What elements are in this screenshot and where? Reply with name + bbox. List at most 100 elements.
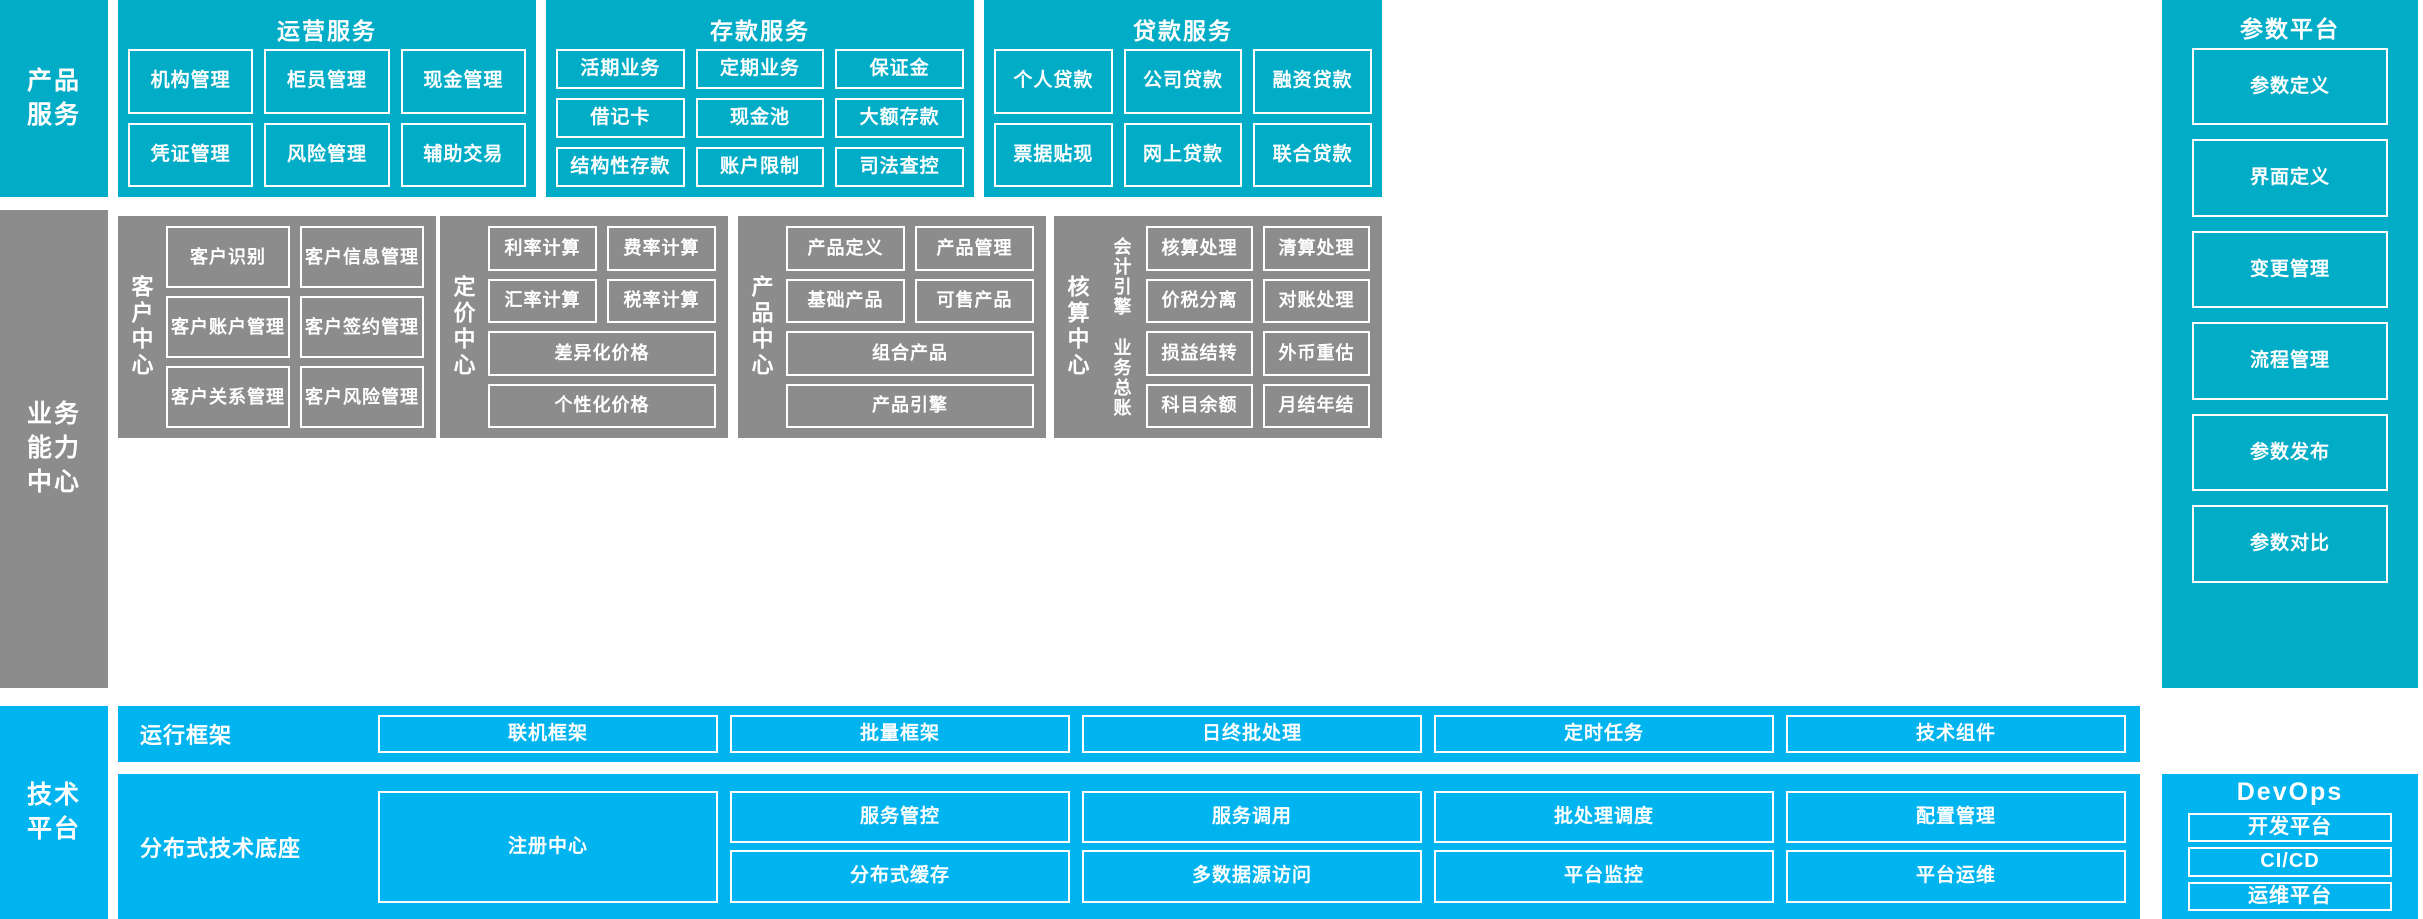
chip-list-parameter-platform: 参数定义 界面定义 变更管理 流程管理 参数发布 参数对比	[2192, 48, 2388, 674]
chip-parameter-release[interactable]: 参数发布	[2192, 413, 2388, 492]
chip-personal-loan[interactable]: 个人贷款	[994, 49, 1113, 114]
chip-cash-management[interactable]: 现金管理	[400, 49, 526, 114]
chip-end-of-day-batch[interactable]: 日终批处理	[1082, 715, 1422, 753]
center-pricing: 定价中心 利率计算 费率计算 汇率计算 税率计算 差异化价格 个性化价格	[440, 216, 728, 438]
chip-judicial-inquiry[interactable]: 司法查控	[835, 147, 964, 187]
chip-sellable-product[interactable]: 可售产品	[915, 278, 1034, 323]
chip-settlement-processing[interactable]: 清算处理	[1263, 226, 1370, 271]
chip-parameter-compare[interactable]: 参数对比	[2192, 505, 2388, 583]
chip-customer-risk-management[interactable]: 客户风险管理	[300, 366, 424, 428]
chip-org-management[interactable]: 机构管理	[128, 49, 254, 114]
chip-structured-deposit[interactable]: 结构性存款	[556, 147, 685, 187]
chip-dev-platform[interactable]: 开发平台	[2188, 813, 2392, 843]
chip-corporate-loan[interactable]: 公司贷款	[1123, 49, 1243, 114]
chip-tax-rate-calc[interactable]: 税率计算	[607, 278, 716, 323]
chip-fee-rate-calc[interactable]: 费率计算	[607, 226, 716, 271]
chip-product-engine[interactable]: 产品引擎	[786, 383, 1034, 428]
chip-batch-scheduling[interactable]: 批处理调度	[1434, 790, 1774, 843]
chip-grid-distributed-base: 注册中心 服务管控 服务调用 批处理调度 配置管理 分布式缓存 多数据源访问 平…	[378, 790, 2140, 903]
center-label-accounting: 核算中心	[1064, 275, 1090, 379]
chip-scheduled-task[interactable]: 定时任务	[1434, 715, 1774, 753]
chip-interface-definition[interactable]: 界面定义	[2192, 139, 2388, 217]
chip-grid-operation-services: 机构管理 柜员管理 现金管理 凭证管理 风险管理 辅助交易	[128, 49, 526, 187]
chip-profit-loss-carryover[interactable]: 损益结转	[1146, 331, 1253, 376]
chip-account-balance[interactable]: 科目余额	[1146, 383, 1253, 428]
accounting-sublabels: 会计引擎 业务总账	[1100, 216, 1142, 438]
band-label-business-capability: 业务 能力 中心	[0, 210, 108, 688]
chip-grid-accounting-center: 核算处理 清算处理 价税分离 对账处理 损益结转 外币重估 科目余额 月结年结	[1142, 216, 1382, 438]
chip-service-governance[interactable]: 服务管控	[730, 790, 1070, 843]
chip-product-definition[interactable]: 产品定义	[786, 226, 905, 271]
chip-joint-loan[interactable]: 联合贷款	[1253, 122, 1372, 187]
chip-time-business[interactable]: 定期业务	[695, 49, 825, 89]
group-title-operation-services: 运营服务	[277, 18, 377, 44]
chip-process-management[interactable]: 流程管理	[2192, 322, 2388, 400]
group-operation-services: 运营服务 机构管理 柜员管理 现金管理 凭证管理 风险管理 辅助交易	[118, 0, 536, 197]
chip-month-year-end-closing[interactable]: 月结年结	[1263, 383, 1370, 428]
chip-batch-framework[interactable]: 批量框架	[730, 715, 1070, 753]
chip-service-invocation[interactable]: 服务调用	[1082, 790, 1422, 843]
panel-title-parameter-platform: 参数平台	[2240, 16, 2340, 42]
chip-parameter-definition[interactable]: 参数定义	[2192, 48, 2388, 126]
chip-personalized-price[interactable]: 个性化价格	[488, 383, 716, 428]
chip-financing-loan[interactable]: 融资贷款	[1253, 49, 1372, 114]
sublabel-accounting-engine: 会计引擎	[1111, 236, 1132, 317]
chip-ci-cd[interactable]: CI/CD	[2188, 847, 2392, 877]
center-label-product: 产品中心	[748, 275, 774, 379]
chip-interest-rate-calc[interactable]: 利率计算	[488, 226, 597, 271]
panel-devops: DevOps 开发平台 CI/CD 运维平台	[2162, 774, 2418, 919]
tech-row-distributed-base: 分布式技术底座 注册中心 服务管控 服务调用 批处理调度 配置管理 分布式缓存 …	[118, 774, 2140, 919]
chip-online-framework[interactable]: 联机框架	[378, 715, 718, 753]
group-title-loan-services: 贷款服务	[1133, 18, 1233, 44]
chip-composite-product[interactable]: 组合产品	[786, 331, 1034, 376]
chip-auxiliary-transaction[interactable]: 辅助交易	[400, 122, 526, 187]
chip-differentiated-price[interactable]: 差异化价格	[488, 331, 716, 376]
group-deposit-services: 存款服务 活期业务 定期业务 保证金 借记卡 现金池 大额存款 结构性存款 账户…	[546, 0, 974, 197]
chip-customer-contract-management[interactable]: 客户签约管理	[300, 296, 424, 358]
chip-exchange-rate-calc[interactable]: 汇率计算	[488, 278, 597, 323]
chip-grid-product-center: 产品定义 产品管理 基础产品 可售产品 组合产品 产品引擎	[784, 216, 1046, 438]
chip-distributed-cache[interactable]: 分布式缓存	[730, 850, 1070, 903]
chip-price-tax-separation[interactable]: 价税分离	[1146, 278, 1253, 323]
chip-multi-datasource-access[interactable]: 多数据源访问	[1082, 850, 1422, 903]
chip-basic-product[interactable]: 基础产品	[786, 278, 905, 323]
chip-registry-center[interactable]: 注册中心	[378, 790, 718, 903]
group-loan-services: 贷款服务 个人贷款 公司贷款 融资贷款 票据贴现 网上贷款 联合贷款	[984, 0, 1382, 197]
chip-online-loan[interactable]: 网上贷款	[1123, 122, 1243, 187]
chip-config-management[interactable]: 配置管理	[1786, 790, 2126, 843]
group-title-deposit-services: 存款服务	[710, 18, 810, 44]
chip-teller-management[interactable]: 柜员管理	[264, 49, 390, 114]
sublabel-business-ledger: 业务总账	[1111, 337, 1132, 418]
center-customer: 客户中心 客户识别 客户信息管理 客户账户管理 客户签约管理 客户关系管理 客户…	[118, 216, 436, 438]
chip-technical-component[interactable]: 技术组件	[1786, 715, 2126, 753]
chip-grid-customer-center: 客户识别 客户信息管理 客户账户管理 客户签约管理 客户关系管理 客户风险管理	[164, 216, 436, 438]
chip-voucher-management[interactable]: 凭证管理	[128, 122, 254, 187]
chip-foreign-currency-revaluation[interactable]: 外币重估	[1263, 331, 1370, 376]
chip-accounting-processing[interactable]: 核算处理	[1146, 226, 1253, 271]
chip-product-management[interactable]: 产品管理	[915, 226, 1034, 271]
chip-margin-deposit[interactable]: 保证金	[835, 49, 964, 89]
chip-grid-loan-services: 个人贷款 公司贷款 融资贷款 票据贴现 网上贷款 联合贷款	[994, 49, 1372, 187]
chip-cash-pool[interactable]: 现金池	[695, 98, 825, 138]
chip-demand-business[interactable]: 活期业务	[556, 49, 685, 89]
chip-customer-identification[interactable]: 客户识别	[166, 226, 290, 288]
chip-account-restriction[interactable]: 账户限制	[695, 147, 825, 187]
chip-debit-card[interactable]: 借记卡	[556, 98, 685, 138]
chip-customer-info-management[interactable]: 客户信息管理	[300, 226, 424, 288]
center-accounting: 核算中心 会计引擎 业务总账 核算处理 清算处理 价税分离 对账处理 损益结转 …	[1054, 216, 1382, 438]
chip-customer-account-management[interactable]: 客户账户管理	[166, 296, 290, 358]
chip-customer-relation-management[interactable]: 客户关系管理	[166, 366, 290, 428]
panel-parameter-platform: 参数平台 参数定义 界面定义 变更管理 流程管理 参数发布 参数对比	[2162, 0, 2418, 688]
chip-grid-pricing-center: 利率计算 费率计算 汇率计算 税率计算 差异化价格 个性化价格	[486, 216, 728, 438]
center-label-customer: 客户中心	[128, 275, 154, 379]
tech-row-name-distributed-base: 分布式技术底座	[140, 835, 302, 861]
chip-platform-monitoring[interactable]: 平台监控	[1434, 850, 1774, 903]
chip-change-management[interactable]: 变更管理	[2192, 230, 2388, 309]
chip-ops-platform[interactable]: 运维平台	[2188, 881, 2392, 911]
chip-reconciliation-processing[interactable]: 对账处理	[1263, 278, 1370, 323]
chip-risk-management[interactable]: 风险管理	[264, 122, 390, 187]
chip-platform-operations[interactable]: 平台运维	[1786, 850, 2126, 903]
chip-bill-discount[interactable]: 票据贴现	[994, 122, 1113, 187]
chip-large-deposit[interactable]: 大额存款	[835, 98, 964, 138]
